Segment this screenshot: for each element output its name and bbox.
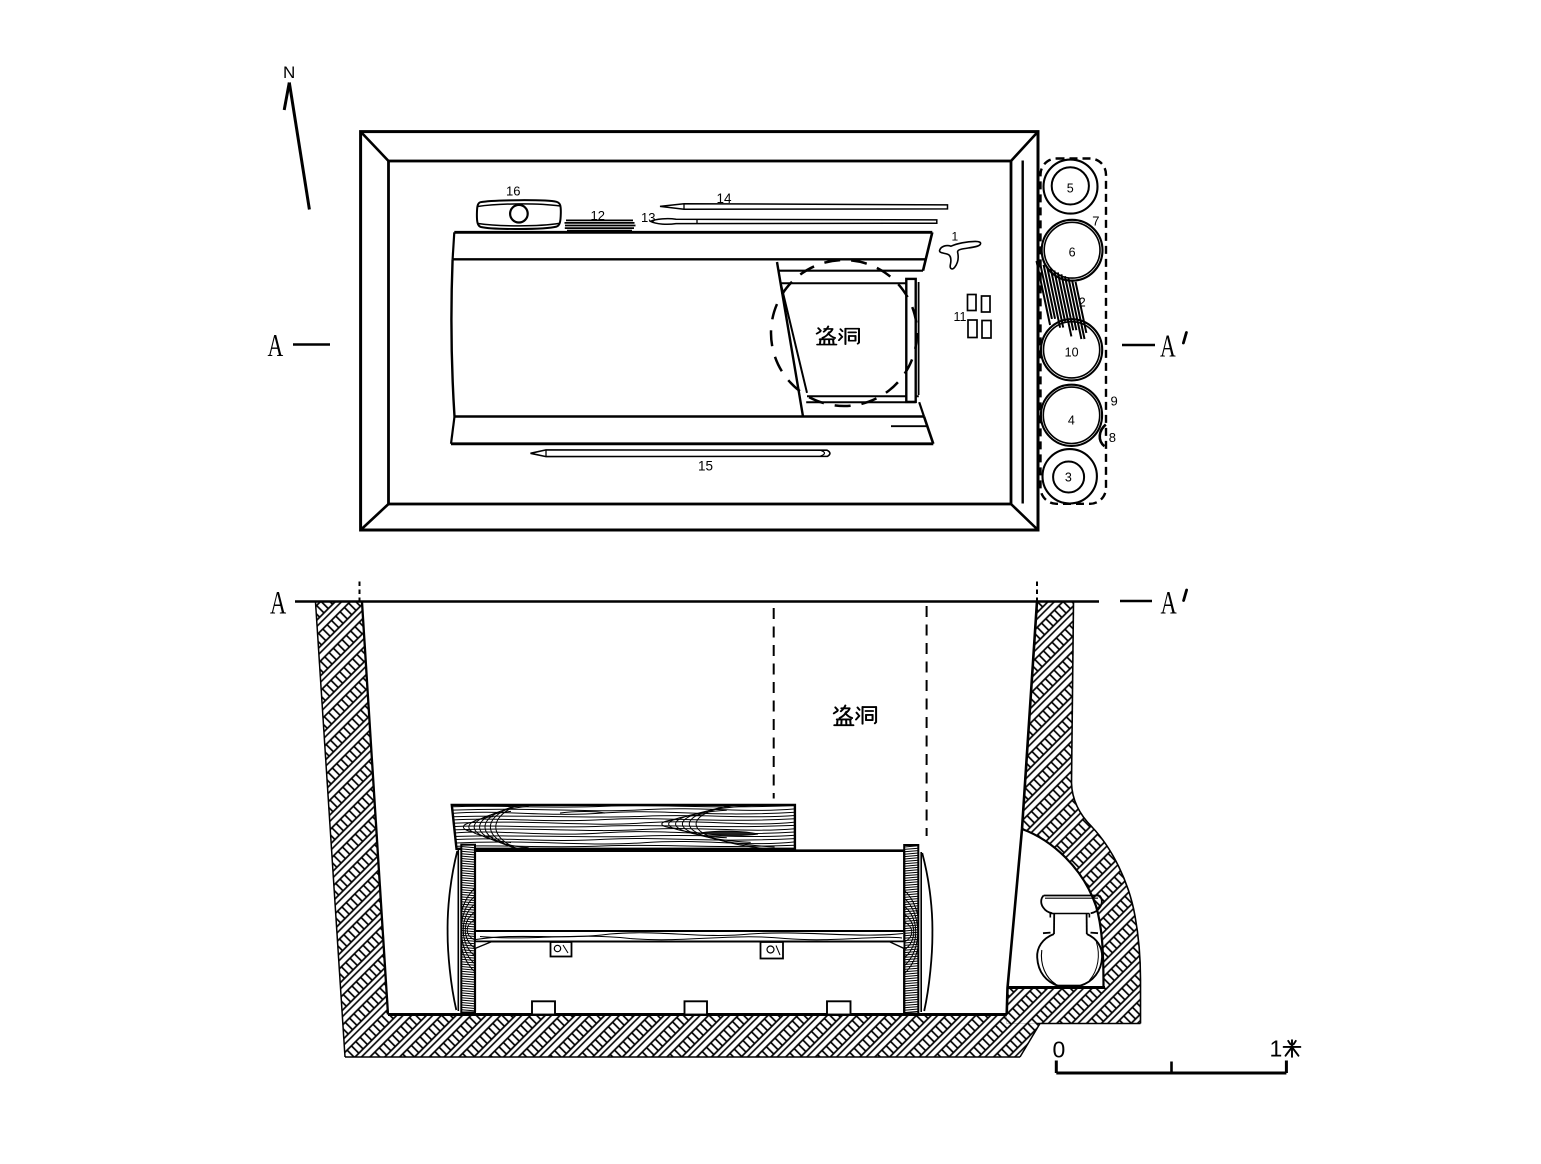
svg-text:1: 1 <box>952 230 959 244</box>
svg-text:10: 10 <box>1065 346 1079 360</box>
svg-text:2: 2 <box>1079 296 1086 310</box>
svg-text:13: 13 <box>641 210 655 225</box>
svg-text:12: 12 <box>591 208 605 223</box>
svg-text:1: 1 <box>1270 1036 1283 1062</box>
svg-text:15: 15 <box>698 459 713 474</box>
svg-text:4: 4 <box>1068 414 1075 428</box>
svg-text:A: A <box>270 585 287 621</box>
svg-text:0: 0 <box>1053 1037 1066 1063</box>
svg-text:7: 7 <box>1092 214 1099 229</box>
svg-text:8: 8 <box>1109 430 1116 445</box>
svg-text:5: 5 <box>1067 181 1074 195</box>
svg-text:A: A <box>1161 585 1178 621</box>
svg-text:A: A <box>268 328 284 363</box>
svg-text:11: 11 <box>954 310 967 324</box>
svg-text:14: 14 <box>717 191 733 206</box>
svg-text:N: N <box>283 63 295 82</box>
svg-text:16: 16 <box>506 184 520 199</box>
svg-text:6: 6 <box>1069 246 1076 260</box>
svg-text:A: A <box>1160 328 1176 363</box>
svg-text:9: 9 <box>1111 394 1118 409</box>
svg-text:3: 3 <box>1065 471 1072 485</box>
